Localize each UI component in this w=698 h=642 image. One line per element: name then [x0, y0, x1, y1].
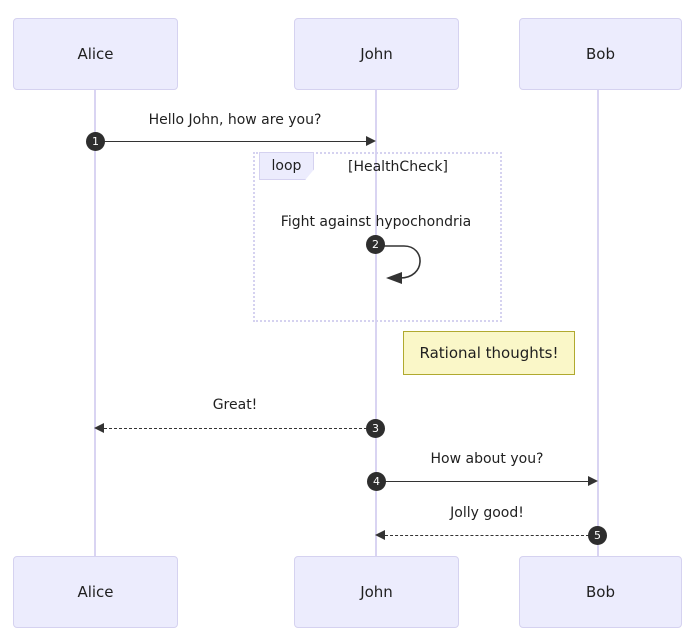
- lifeline-alice: [94, 88, 96, 556]
- loop-block: [253, 152, 502, 322]
- actor-bottom-bob[interactable]: Bob: [519, 556, 682, 628]
- message-5-arrowhead: [375, 530, 385, 540]
- message-4-seq-badge: 4: [367, 472, 386, 491]
- message-2-seq-badge: 2: [366, 235, 385, 254]
- message-5-text: Jolly good!: [450, 505, 524, 521]
- message-1-seq-badge: 1: [86, 132, 105, 151]
- loop-condition-label: [HealthCheck]: [348, 159, 448, 175]
- actor-bottom-john-label: John: [360, 582, 393, 601]
- actor-bottom-alice-label: Alice: [77, 582, 114, 601]
- message-3-text: Great!: [212, 397, 258, 413]
- message-2-selfcall-arrow: [376, 245, 421, 284]
- message-2-text: Fight against hypochondria: [280, 214, 472, 230]
- message-4-text: How about you?: [430, 451, 544, 467]
- actor-top-bob-label: Bob: [586, 44, 615, 63]
- actor-bottom-bob-label: Bob: [586, 582, 615, 601]
- actor-top-john-label: John: [360, 44, 393, 63]
- note-text: Rational thoughts!: [419, 343, 559, 362]
- actor-bottom-john[interactable]: John: [294, 556, 459, 628]
- actor-top-alice-label: Alice: [77, 44, 114, 63]
- message-5-line: [385, 535, 589, 536]
- lifeline-bob: [597, 88, 599, 556]
- actor-top-alice[interactable]: Alice: [13, 18, 178, 90]
- message-3-line: [104, 428, 367, 429]
- message-3-arrowhead: [94, 423, 104, 433]
- actor-top-john[interactable]: John: [294, 18, 459, 90]
- message-4-arrowhead: [588, 476, 598, 486]
- loop-tag: loop: [259, 152, 314, 180]
- message-1-line: [95, 141, 367, 142]
- message-1-arrowhead: [366, 136, 376, 146]
- message-3-seq-badge: 3: [366, 419, 385, 438]
- message-1-text: Hello John, how are you?: [148, 112, 322, 128]
- message-4-line: [376, 481, 589, 482]
- lifeline-john: [375, 88, 377, 556]
- message-5-seq-badge: 5: [588, 526, 607, 545]
- actor-bottom-alice[interactable]: Alice: [13, 556, 178, 628]
- actor-top-bob[interactable]: Bob: [519, 18, 682, 90]
- note-rational-thoughts: Rational thoughts!: [403, 331, 575, 375]
